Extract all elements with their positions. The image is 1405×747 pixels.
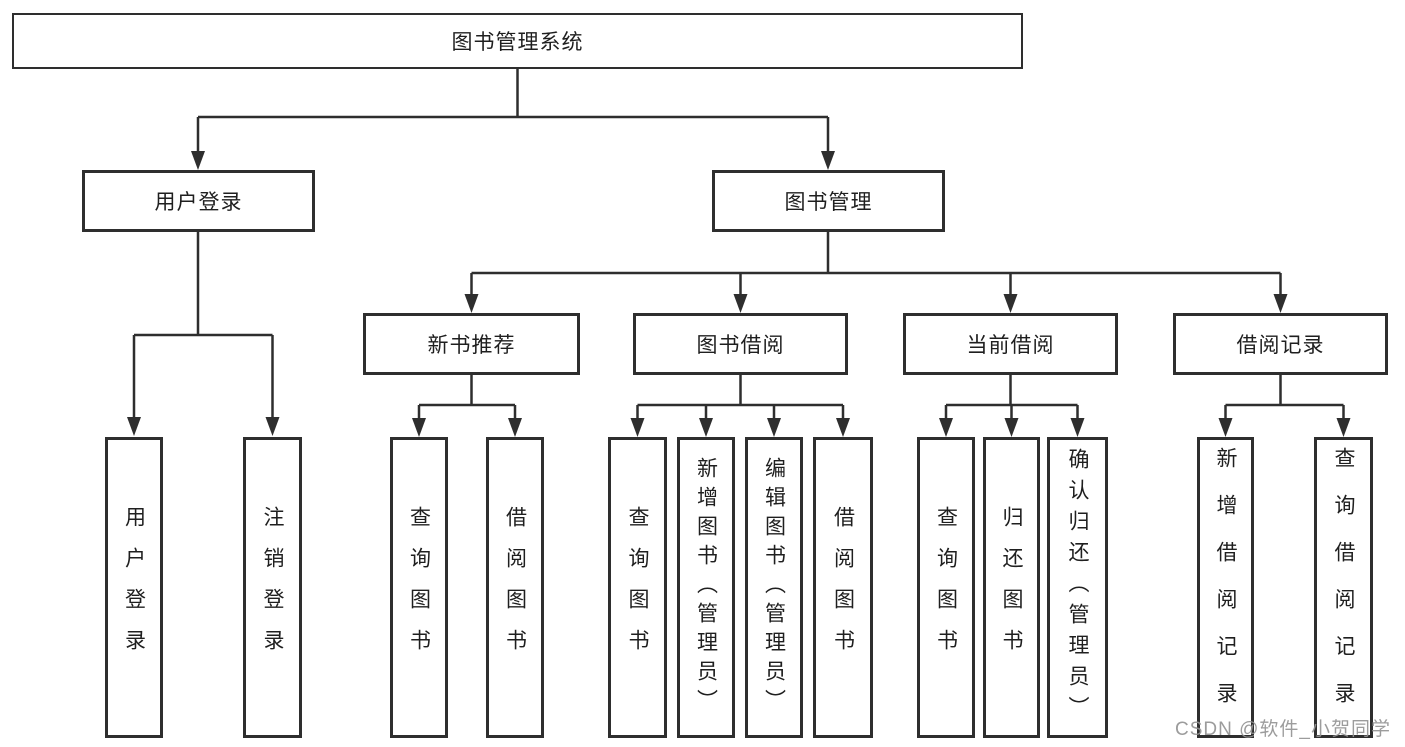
node-borrow-records-label: 借阅记录: [1236, 334, 1325, 357]
leaf-query-borrow-record-label: 查询借阅记录: [1332, 446, 1355, 729]
leaf-borrow-books-1-label: 借阅图书: [503, 505, 527, 670]
node-current-borrow: 当前借阅: [903, 313, 1118, 375]
node-user-login-label: 用户登录: [154, 191, 243, 214]
leaf-logout: 注销登录: [243, 437, 302, 738]
leaf-user-login-label: 用户登录: [122, 505, 146, 670]
leaf-confirm-return-admin: 确认归还（管理员）: [1047, 437, 1108, 738]
leaf-logout-label: 注销登录: [261, 505, 284, 670]
node-new-book-recommend-label: 新书推荐: [427, 334, 516, 357]
leaf-query-books-3-label: 查询图书: [934, 505, 958, 670]
leaf-edit-book-admin: 编辑图书（管理员）: [745, 437, 803, 738]
leaf-query-borrow-record: 查询借阅记录: [1314, 437, 1373, 738]
leaf-user-login: 用户登录: [105, 437, 163, 738]
node-book-management-label: 图书管理: [784, 191, 873, 214]
leaf-confirm-return-admin-label: 确认归还（管理员）: [1066, 448, 1089, 727]
leaf-add-book-admin: 新增图书（管理员）: [677, 437, 735, 738]
connector-shafts: [132, 69, 1345, 421]
leaf-add-book-admin-label: 新增图书（管理员）: [694, 457, 718, 718]
leaf-return-book: 归还图书: [983, 437, 1040, 738]
leaf-query-books-2-label: 查询图书: [626, 505, 649, 670]
leaf-query-books-1: 查询图书: [390, 437, 448, 738]
leaf-query-books-1-label: 查询图书: [407, 505, 431, 670]
node-root: 图书管理系统: [12, 13, 1023, 69]
leaf-borrow-books-2: 借阅图书: [813, 437, 873, 738]
watermark: CSDN @软件_小贺同学: [1175, 719, 1391, 740]
leaf-query-books-2: 查询图书: [608, 437, 667, 738]
leaf-return-book-label: 归还图书: [1000, 505, 1023, 670]
leaf-query-books-3: 查询图书: [917, 437, 975, 738]
node-book-borrow-label: 图书借阅: [696, 334, 785, 357]
leaf-add-borrow-record-label: 新增借阅记录: [1214, 446, 1237, 729]
node-root-label: 图书管理系统: [451, 31, 584, 54]
leaf-borrow-books-1: 借阅图书: [486, 437, 544, 738]
leaf-borrow-books-2-label: 借阅图书: [831, 505, 855, 670]
node-book-borrow: 图书借阅: [633, 313, 848, 375]
leaf-add-borrow-record: 新增借阅记录: [1197, 437, 1254, 738]
leaf-edit-book-admin-label: 编辑图书（管理员）: [762, 457, 786, 718]
node-book-management: 图书管理: [712, 170, 945, 232]
arrowheads: [127, 151, 1351, 437]
node-user-login: 用户登录: [82, 170, 315, 232]
node-borrow-records: 借阅记录: [1173, 313, 1388, 375]
node-current-borrow-label: 当前借阅: [966, 334, 1055, 357]
node-new-book-recommend: 新书推荐: [363, 313, 580, 375]
